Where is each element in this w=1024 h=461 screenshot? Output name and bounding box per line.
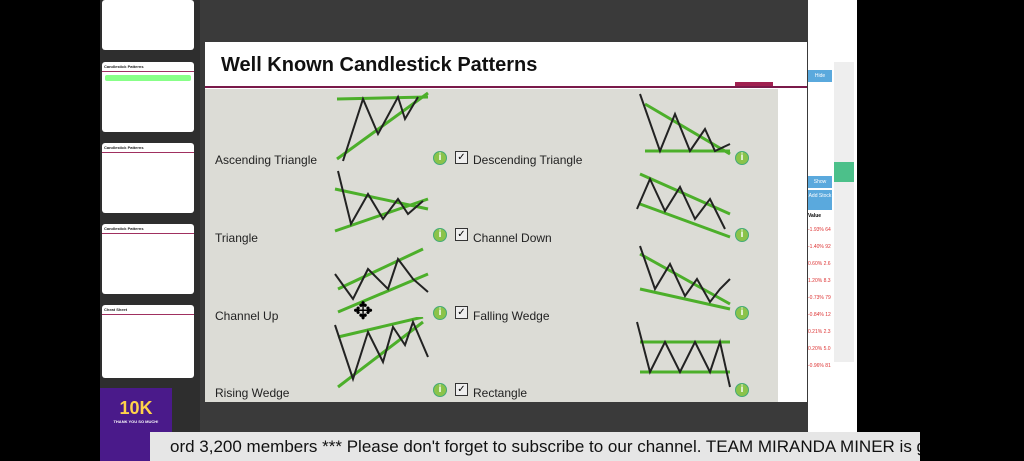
- value-row: -1.93% 64: [808, 227, 831, 233]
- info-icon[interactable]: i: [735, 383, 749, 397]
- value-header: Value: [808, 213, 822, 219]
- promo-caption: THANK YOU SO MUCH!: [113, 419, 159, 424]
- trading-side-panel: Hide Show Add Stock Value: [808, 0, 857, 432]
- page-title: Well Known Candlestick Patterns: [221, 54, 538, 76]
- add-stock-button[interactable]: Add Stock: [808, 190, 832, 210]
- triangle-diagram: [334, 170, 429, 233]
- thumbnail-title: Candlestick Patterns: [102, 224, 194, 234]
- promo-badge-base: [100, 432, 150, 461]
- info-icon[interactable]: i: [433, 228, 447, 242]
- pattern-checkbox[interactable]: ✓: [455, 383, 468, 396]
- value-row: 0.60% 2.6: [808, 261, 831, 267]
- slide-thumbnail[interactable]: Candlestick Patterns: [102, 143, 194, 213]
- thumbnail-title: Candlestick Patterns: [102, 62, 194, 72]
- pattern-label: Descending Triangle: [473, 153, 583, 167]
- value-row: -0.84% 12: [808, 312, 831, 318]
- value-row: 0.20% 5.0: [808, 346, 831, 352]
- descending-triangle-diagram: [639, 93, 731, 156]
- accent-bar: [735, 82, 773, 86]
- value-row: 1.20% 8.3: [808, 278, 831, 284]
- patterns-area: Ascending Triangle Triangle Channel Up R…: [205, 89, 778, 402]
- rectangle-diagram: [636, 321, 731, 388]
- pattern-label: Channel Up: [215, 309, 279, 323]
- slide: Well Known Candlestick Patterns Ascendin…: [205, 42, 807, 402]
- value-row: 0.21% 2.3: [808, 329, 831, 335]
- pattern-label: Ascending Triangle: [215, 153, 318, 167]
- info-icon[interactable]: i: [735, 151, 749, 165]
- pattern-checkbox[interactable]: ✓: [455, 306, 468, 319]
- pattern-label: Triangle: [215, 231, 258, 245]
- info-icon[interactable]: i: [433, 306, 447, 320]
- ascending-triangle-diagram: [336, 91, 429, 162]
- info-icon[interactable]: i: [433, 383, 447, 397]
- info-icon[interactable]: i: [735, 306, 749, 320]
- thumbnail-banner: [105, 75, 191, 81]
- slide-thumbnail[interactable]: [102, 0, 194, 50]
- rising-wedge-diagram: [334, 317, 429, 389]
- slide-thumbnail[interactable]: Candlestick Patterns: [102, 224, 194, 294]
- value-row: -0.73% 79: [808, 295, 831, 301]
- pattern-label: Rising Wedge: [215, 386, 290, 400]
- thumbnail-title: Candlestick Patterns: [102, 143, 194, 153]
- pattern-checkbox[interactable]: ✓: [455, 228, 468, 241]
- falling-wedge-diagram: [639, 245, 731, 311]
- info-icon[interactable]: i: [433, 151, 447, 165]
- channel-up-diagram: [334, 247, 429, 314]
- monitor-tool-icon[interactable]: [834, 162, 854, 182]
- slide-thumbnail[interactable]: Candlestick Patterns: [102, 62, 194, 132]
- slide-thumbnail[interactable]: Cheat Sheet: [102, 305, 194, 378]
- value-list: -1.93% 64 -1.40% 92 0.60% 2.6 1.20% 8.3 -0.7…: [808, 222, 831, 375]
- channel-down-diagram: [636, 172, 731, 239]
- thumbnail-title: Cheat Sheet: [102, 305, 194, 315]
- slide-thumbnails: Candlestick Patterns Candlestick Pattern…: [100, 0, 200, 432]
- news-ticker: ord 3,200 members *** Please don't forge…: [150, 432, 920, 461]
- pattern-label: Falling Wedge: [473, 309, 550, 323]
- value-row: -1.40% 92: [808, 244, 831, 250]
- info-icon[interactable]: i: [735, 228, 749, 242]
- divider: [205, 86, 807, 88]
- tool-sidebar[interactable]: [834, 62, 854, 362]
- pattern-checkbox[interactable]: ✓: [455, 151, 468, 164]
- promo-count: 10K: [119, 398, 153, 418]
- move-cursor-icon: ✥: [353, 298, 374, 325]
- pattern-label: Channel Down: [473, 231, 552, 245]
- value-row: -0.96% 81: [808, 363, 831, 369]
- pattern-label: Rectangle: [473, 386, 528, 400]
- show-button[interactable]: Show: [808, 176, 832, 188]
- hide-button[interactable]: Hide: [808, 70, 832, 82]
